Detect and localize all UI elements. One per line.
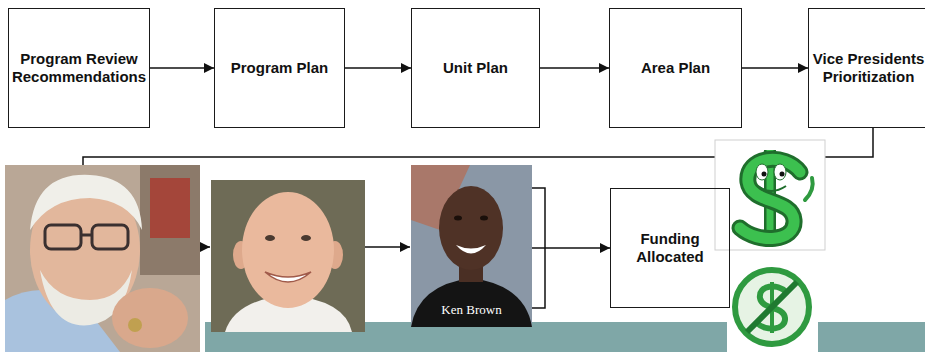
no-dollar-icon-part (727, 262, 818, 352)
smiling-dollar-icon-part (805, 178, 813, 200)
portrait-photo-part (439, 186, 503, 270)
portrait-photo-part (454, 216, 462, 221)
portrait-photo-part (411, 165, 532, 327)
box-label: Program Review Recommendations (11, 50, 147, 86)
box-label: Unit Plan (443, 59, 508, 77)
smiling-dollar-icon (715, 140, 825, 250)
process-box: Funding Allocated (610, 188, 730, 308)
smiling-dollar-icon-part (762, 172, 767, 177)
flow-arrow (742, 67, 808, 69)
photo-node: Ken Brown (411, 165, 532, 327)
flow-arrow (532, 247, 610, 249)
portrait-photo-part (45, 225, 81, 249)
portrait-photo-part (140, 165, 200, 275)
portrait-photo (211, 180, 365, 332)
portrait-photo-part (480, 216, 488, 221)
smiling-dollar-icon-part (715, 140, 825, 250)
portrait-photo-part (5, 165, 200, 352)
process-box: Area Plan (609, 8, 742, 128)
portrait-photo-part (112, 288, 188, 348)
smiling-dollar-icon-part (756, 164, 768, 180)
no-dollar-icon-part (747, 282, 797, 332)
box-label: Area Plan (641, 59, 710, 77)
portrait-photo-part (211, 180, 365, 332)
flow-wire-part (365, 246, 410, 248)
photo-caption: Ken Brown (441, 302, 501, 318)
portrait-photo-part (265, 235, 275, 241)
portrait-photo-part (81, 234, 92, 237)
portrait-photo (5, 165, 200, 352)
portrait-photo-part (128, 318, 142, 332)
flow-wire-part (532, 188, 545, 308)
flow-arrow (540, 67, 609, 69)
portrait-photo (411, 165, 532, 327)
smiling-dollar-icon-part (780, 172, 785, 177)
portrait-photo-part (150, 178, 190, 238)
box-label: Program Plan (231, 59, 329, 77)
flow-arrow (345, 67, 411, 69)
box-label: Funding Allocated (620, 230, 720, 266)
smiling-dollar-icon-part (740, 159, 800, 238)
portrait-photo-part (242, 192, 334, 308)
portrait-photo-part (30, 175, 142, 230)
process-box: Vice Presidents Prioritization (808, 8, 925, 128)
process-box: Program Review Recommendations (8, 8, 150, 128)
no-dollar-icon-part (735, 270, 809, 344)
portrait-photo-part (411, 278, 532, 327)
smiling-dollar-icon-part (740, 159, 800, 238)
portrait-photo-part (92, 225, 128, 249)
flow-arrow (150, 67, 214, 69)
smiling-dollar-icon-part (758, 186, 786, 191)
process-box: Program Plan (214, 8, 345, 128)
no-dollar-icon (727, 262, 818, 352)
portrait-photo-part (265, 272, 311, 282)
smiling-dollar-icon-part (774, 164, 786, 180)
portrait-photo-part (456, 245, 486, 254)
box-label: Vice Presidents Prioritization (812, 50, 925, 86)
portrait-photo-part (301, 235, 311, 241)
process-box: Unit Plan (411, 8, 540, 128)
